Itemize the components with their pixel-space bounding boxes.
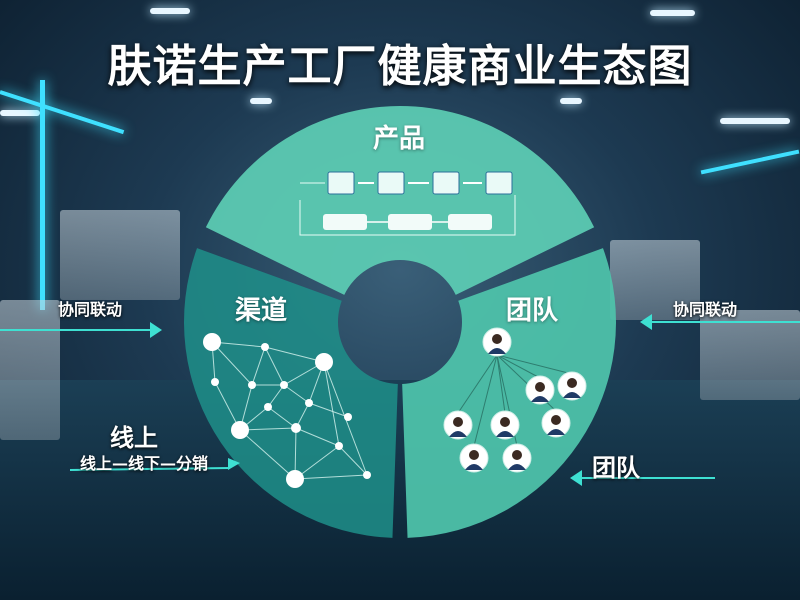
network-node [363, 471, 371, 479]
team-link [496, 354, 506, 414]
network-node [286, 470, 304, 488]
machine [0, 300, 60, 440]
network-edge [264, 346, 325, 363]
team-link [496, 354, 573, 375]
network-node [344, 413, 352, 421]
segment-channel [183, 248, 398, 538]
person-head [551, 415, 561, 425]
network-node [261, 343, 269, 351]
person-body [449, 431, 467, 437]
network-edge [264, 346, 285, 386]
segment-team [402, 248, 616, 538]
page-title: 肤诺生产工厂健康商业生态图 [107, 41, 693, 92]
person-body [508, 464, 526, 470]
link-label-left: 协同联动 [58, 300, 123, 319]
network-edge [283, 384, 310, 404]
person-head [453, 417, 463, 427]
network-edge [294, 445, 340, 480]
network-node [280, 381, 288, 389]
online-label: 线上 [110, 424, 158, 452]
flow-box [448, 214, 492, 230]
online-arrow-head [228, 458, 240, 470]
network-node [248, 381, 256, 389]
network-edge [211, 341, 253, 386]
link-label-right: 协同联动 [673, 300, 738, 319]
person-body [488, 348, 506, 354]
team-arrow-head [570, 470, 582, 486]
flow-line [299, 182, 516, 236]
arrow-left-head [150, 322, 162, 338]
network-node [231, 421, 249, 439]
ceiling-light [250, 98, 272, 104]
network-node [291, 423, 301, 433]
network-node [315, 353, 333, 371]
team-link [457, 354, 498, 414]
network-node [211, 378, 219, 386]
machine [610, 240, 700, 320]
person-head [500, 417, 510, 427]
network-edge [308, 402, 349, 418]
person-body [531, 396, 549, 402]
online-offline-label: 线上—线下—分销 [80, 454, 209, 473]
network-edge [251, 346, 266, 386]
flow-step-icon [485, 171, 513, 195]
person-head [469, 450, 479, 460]
flow-step-icon [377, 171, 405, 195]
team-link [473, 354, 498, 447]
ceiling-light [0, 110, 40, 116]
network-edge [323, 361, 340, 447]
person-body [496, 431, 514, 437]
network-edge [294, 474, 368, 480]
network-edge [214, 381, 241, 431]
person-head [535, 382, 545, 392]
network-node [335, 442, 343, 450]
network-edge [338, 445, 368, 476]
person-head [492, 334, 502, 344]
segment-label-channel: 渠道 [235, 296, 288, 326]
flow-box [323, 214, 367, 230]
factory-floor [0, 380, 800, 600]
machine [700, 310, 800, 400]
flow-step-icon [432, 171, 460, 195]
person-body [563, 392, 581, 398]
person-head [512, 450, 522, 460]
network-edge [295, 427, 340, 447]
segment-label-product: 产品 [373, 124, 426, 154]
network-edge [239, 429, 296, 480]
segment-product [205, 106, 595, 295]
network-node [203, 333, 221, 351]
neon-strip [40, 80, 45, 310]
flow-box [388, 214, 432, 230]
team-bottom-label: 团队 [592, 454, 640, 482]
ceiling-light [720, 118, 790, 124]
person-body [547, 429, 565, 435]
ceiling-light [650, 10, 695, 16]
segment-label-team: 团队 [506, 296, 559, 326]
network-edge [267, 406, 297, 429]
arrow-right-head [640, 314, 652, 330]
person-head [567, 378, 577, 388]
ceiling-light [560, 98, 582, 104]
machine [60, 210, 180, 300]
team-link [496, 354, 541, 379]
ceiling-light [150, 8, 190, 14]
network-node [264, 403, 272, 411]
network-node [305, 399, 313, 407]
network-edge [267, 384, 285, 408]
online-underline [69, 467, 231, 471]
network-edge [239, 427, 297, 431]
flow-step-icon [327, 171, 355, 195]
person-body [465, 464, 483, 470]
